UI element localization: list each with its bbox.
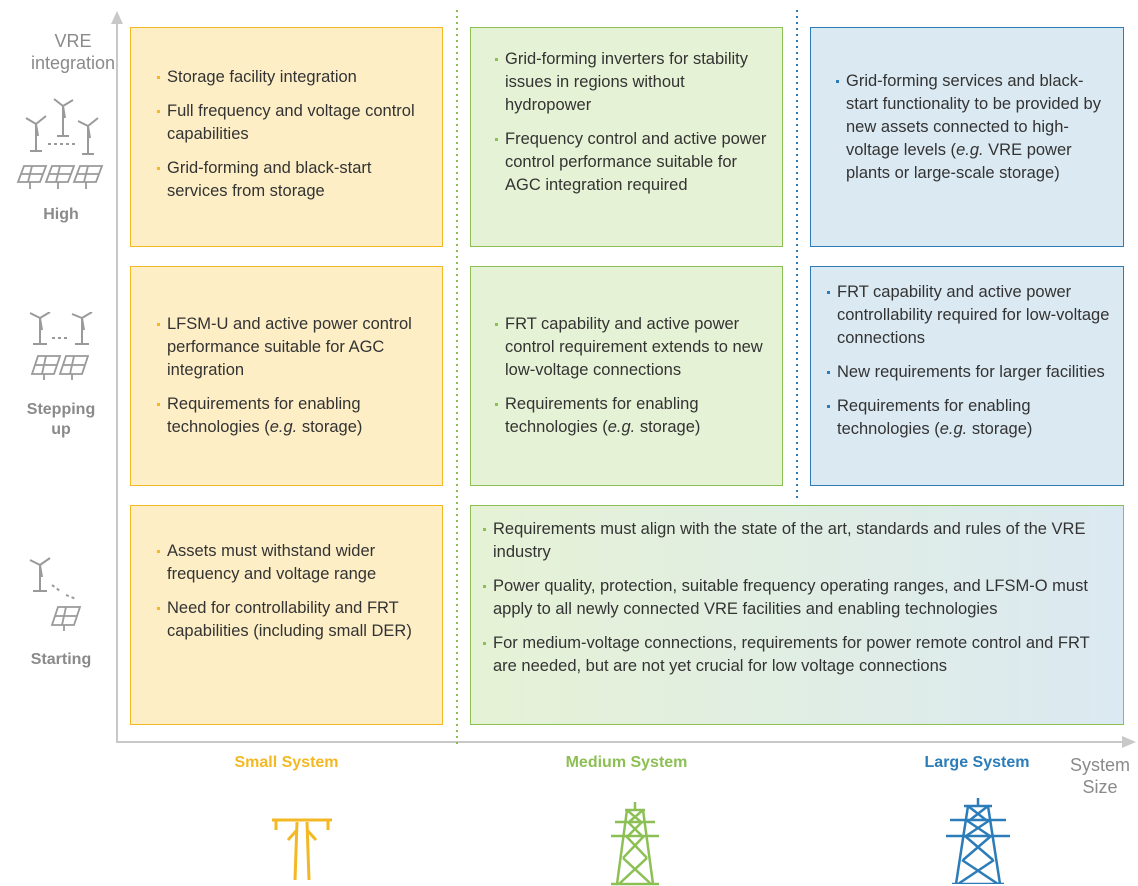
list-item: Requirements for enabling technologies (…: [827, 395, 1111, 441]
stepping-up-vre-icon: [29, 312, 93, 380]
cell-stepping-small: LFSM-U and active power control performa…: [130, 266, 443, 486]
row-label-high: High: [43, 206, 79, 223]
list-item: Assets must withstand wider frequency an…: [157, 540, 426, 586]
y-axis-arrow: [111, 11, 123, 24]
x-axis-title: System Size: [1069, 755, 1130, 797]
list-item: FRT capability and active power control …: [495, 313, 768, 382]
list-item: Grid-forming inverters for stability iss…: [495, 48, 768, 117]
column-label-medium: Medium System: [565, 754, 688, 771]
small-pole-icon: [272, 818, 332, 880]
cell-starting-medium-large: Requirements must align with the state o…: [470, 505, 1124, 725]
high-vre-icon: [16, 98, 104, 189]
starting-vre-icon: [29, 557, 82, 631]
list-item: New requirements for larger facilities: [827, 361, 1111, 384]
list-item: Requirements for enabling technologies (…: [495, 393, 768, 439]
cell-high-large: Grid-forming services and black-start fu…: [810, 27, 1124, 247]
list-item: FRT capability and active power controll…: [827, 281, 1111, 350]
list-item: Power quality, protection, suitable freq…: [483, 575, 1109, 621]
cell-stepping-medium: FRT capability and active power control …: [470, 266, 783, 486]
column-label-small: Small System: [234, 754, 339, 771]
list-item: Grid-forming and black-start services fr…: [157, 157, 426, 203]
row-label-starting: Starting: [30, 651, 92, 668]
cell-stepping-large: FRT capability and active power controll…: [810, 266, 1124, 486]
cell-high-small: Storage facility integration Full freque…: [130, 27, 443, 247]
list-item: Storage facility integration: [157, 66, 426, 89]
list-item: Full frequency and voltage control capab…: [157, 100, 426, 146]
row-label-stepping-up: Stepping up: [26, 401, 96, 438]
y-axis-title: VRE integration: [30, 31, 116, 73]
list-item: Grid-forming services and black-start fu…: [836, 70, 1109, 185]
cell-high-medium: Grid-forming inverters for stability iss…: [470, 27, 783, 247]
large-pylon-icon: [946, 798, 1010, 884]
x-axis-arrow: [1122, 736, 1136, 748]
cell-starting-small: Assets must withstand wider frequency an…: [130, 505, 443, 725]
list-item: Requirements must align with the state o…: [483, 518, 1109, 564]
list-item: LFSM-U and active power control performa…: [157, 313, 426, 382]
list-item: Need for controllability and FRT capabil…: [157, 597, 426, 643]
medium-pylon-icon: [611, 802, 659, 886]
list-item: Frequency control and active power contr…: [495, 128, 768, 197]
list-item: For medium-voltage connections, requirem…: [483, 632, 1109, 678]
column-label-large: Large System: [924, 754, 1030, 771]
list-item: Requirements for enabling technologies (…: [157, 393, 426, 439]
